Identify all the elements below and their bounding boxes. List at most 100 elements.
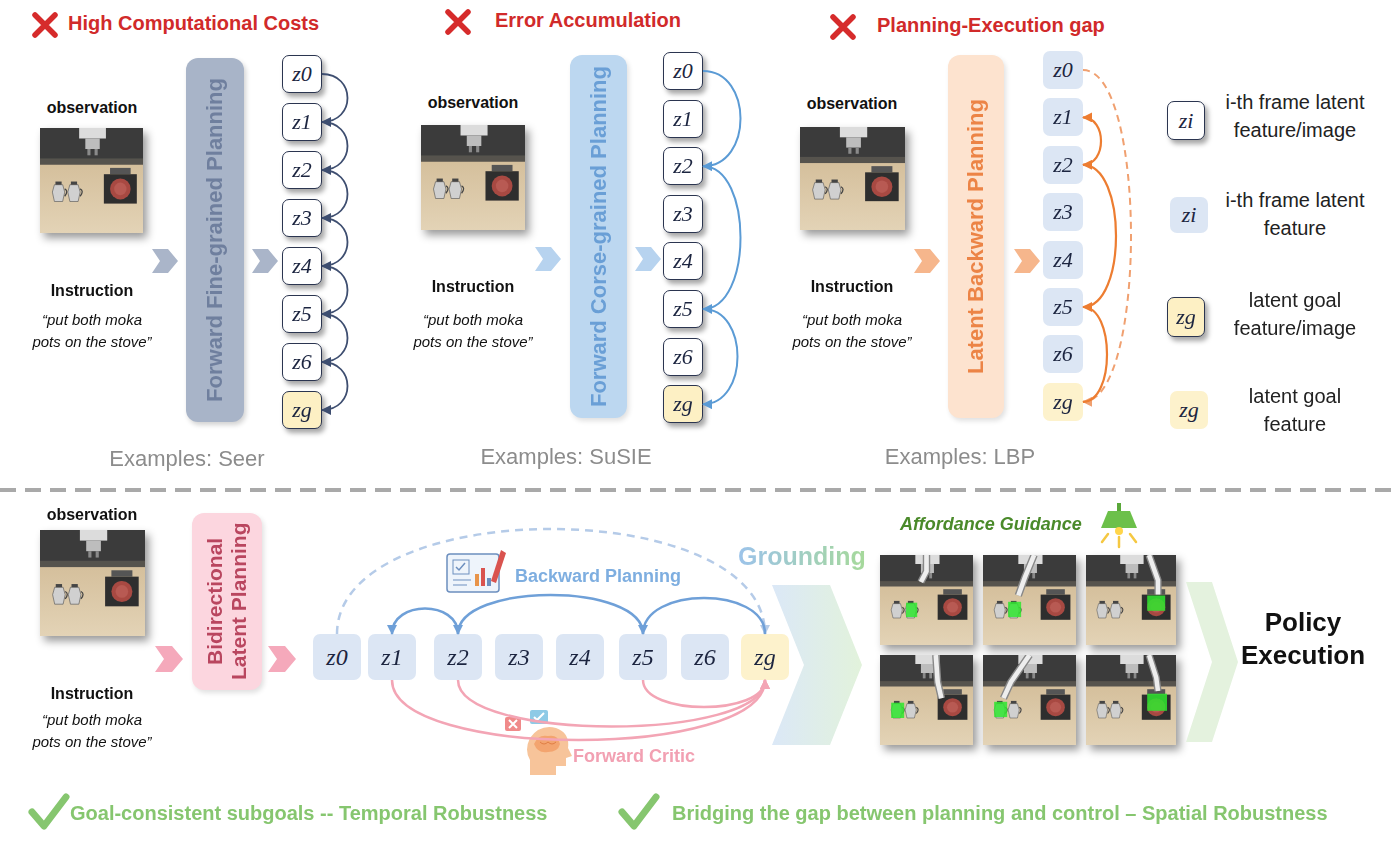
observation-image — [421, 125, 525, 230]
frame-symbol: z3 — [508, 645, 529, 669]
legend-swatch: zg — [1167, 297, 1205, 337]
latent-frame-box: zg — [282, 391, 322, 429]
legend-symbol: zi — [1179, 110, 1194, 132]
planning-arc — [322, 122, 348, 170]
execution-frame — [1149, 655, 1158, 691]
frame-symbol: z2 — [673, 155, 693, 177]
latent-frame-box: z1 — [368, 634, 416, 680]
blueprint-icon — [447, 554, 499, 592]
latent-frame-box: z1 — [282, 103, 322, 141]
execution-frame — [936, 655, 942, 698]
frame-symbol: z5 — [632, 645, 653, 669]
frame-symbol: z5 — [1053, 296, 1073, 318]
block-arrow — [155, 646, 183, 672]
latent-frame-box: z1 — [1043, 98, 1083, 136]
frame-symbol: z3 — [292, 207, 312, 229]
example-note: Examples: SuSIE — [436, 444, 696, 470]
legend-symbol: zg — [1179, 399, 1199, 421]
example-note: Examples: LBP — [830, 444, 1090, 470]
observation-image — [40, 125, 905, 636]
execution-frame — [994, 702, 1007, 717]
critic-icon — [540, 742, 556, 744]
frame-symbol: z2 — [292, 159, 312, 181]
frame-symbol: z2 — [447, 645, 468, 669]
legend-swatch: zg — [1170, 391, 1208, 429]
planning-arc — [703, 71, 741, 166]
planning-arc — [458, 595, 643, 634]
latent-frame-box: zg — [741, 634, 789, 680]
affordance-lamp — [1102, 534, 1136, 547]
execution-frame — [1147, 596, 1165, 611]
blueprint-icon — [456, 563, 465, 570]
frame-symbol: z3 — [1053, 201, 1073, 223]
execution-frame — [1149, 655, 1158, 691]
blueprint-icon — [453, 560, 469, 574]
planning-arc — [322, 362, 348, 410]
latent-frame-box: z3 — [1043, 193, 1083, 231]
benefit-text: Bridging the gap between planning and co… — [672, 802, 1328, 825]
input-label: observation — [22, 506, 162, 524]
frame-symbol: z4 — [292, 255, 312, 277]
problem-header: Error Accumulation — [495, 9, 681, 32]
latent-frame-box: z4 — [1043, 241, 1083, 279]
input-label: Instruction — [782, 278, 922, 296]
separator-line — [0, 488, 1400, 492]
frame-symbol: z2 — [1053, 154, 1073, 176]
planning-arc — [458, 680, 765, 727]
error-cross — [35, 12, 853, 37]
planning-arc — [392, 609, 458, 635]
example-note: Examples: Seer — [57, 446, 317, 472]
error-cross — [35, 15, 55, 35]
instruction-text: “put both moka pots on the stove” — [410, 309, 536, 353]
problem-header: Planning-Execution gap — [877, 14, 1105, 37]
affordance-lamp — [1101, 511, 1137, 528]
legend-text: latent goal feature — [1220, 382, 1370, 438]
execution-frame — [1086, 555, 1176, 645]
latent-frame-box: z2 — [434, 634, 482, 680]
execution-frame — [880, 555, 973, 645]
execution-frame — [1003, 655, 1029, 698]
planning-arc — [1083, 117, 1101, 164]
latent-frame-box: z0 — [1043, 51, 1083, 89]
latent-frame-box: z5 — [282, 295, 322, 333]
latent-frame-box: z1 — [663, 100, 703, 138]
latent-frame-box: z0 — [313, 634, 361, 680]
latent-frame-box: z5 — [619, 634, 667, 680]
critic-icon — [505, 710, 572, 775]
frame-symbol: z3 — [673, 203, 693, 225]
block-arrow — [535, 247, 561, 271]
planning-arc — [643, 598, 765, 634]
critic-icon — [530, 710, 548, 724]
problem-header: High Computational Costs — [68, 12, 319, 35]
latent-frame-box: z3 — [663, 195, 703, 233]
execution-frame — [983, 555, 1076, 645]
critic-icon — [505, 717, 521, 731]
frame-symbol: z1 — [381, 645, 402, 669]
frame-symbol: z1 — [1053, 106, 1073, 128]
frame-symbol: z5 — [292, 303, 312, 325]
planning-arc — [392, 680, 765, 740]
latent-frame-box: z6 — [1043, 335, 1083, 373]
frame-symbol: z4 — [673, 250, 693, 272]
frame-symbol: z6 — [694, 645, 715, 669]
planning-arc — [322, 266, 348, 314]
planning-block: Forward Corse-grained Planning — [570, 55, 627, 418]
legend-text: i-th frame latent feature — [1220, 186, 1370, 242]
planning-arc — [322, 74, 348, 122]
frame-symbol: zg — [754, 645, 775, 669]
execution-frame — [1149, 555, 1158, 595]
latent-frame-box: z5 — [663, 290, 703, 328]
execution-frame — [921, 555, 927, 582]
planning-arc — [337, 529, 765, 634]
blueprint-icon — [487, 578, 491, 586]
annotation-text: Forward Critic — [573, 746, 695, 767]
legend-symbol: zi — [1182, 204, 1197, 226]
block-arrow — [252, 249, 278, 273]
execution-frame — [936, 655, 942, 698]
planning-arc — [1083, 70, 1131, 402]
policy-chevron — [1186, 582, 1238, 742]
block-arrow — [914, 249, 940, 273]
legend-text: latent goal feature/image — [1220, 286, 1370, 342]
latent-frame-box: z5 — [1043, 288, 1083, 326]
